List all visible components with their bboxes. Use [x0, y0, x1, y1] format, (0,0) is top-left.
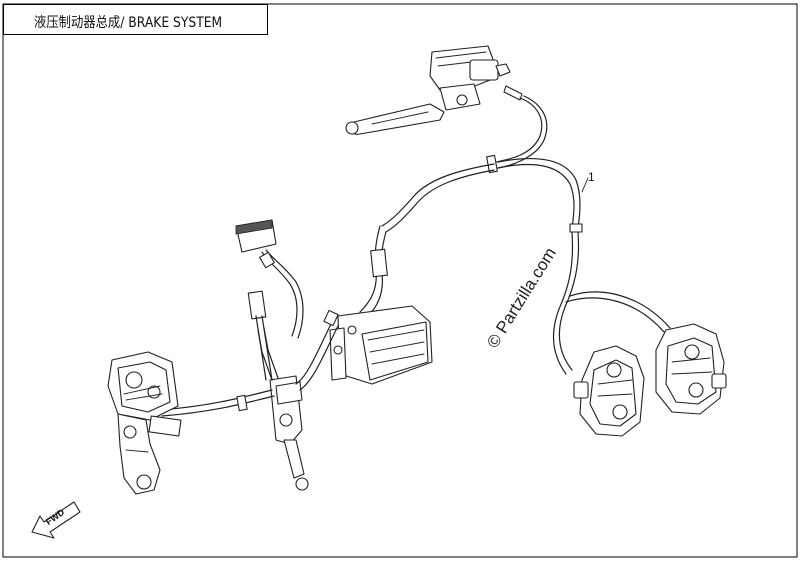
- rear-master-cylinder: [247, 290, 309, 491]
- rear-caliper-bracket: [117, 413, 161, 495]
- fwd-arrow-icon: [31, 501, 81, 539]
- front-master-cylinder: [429, 45, 511, 111]
- title-box: 液压制动器总成/ BRAKE SYSTEM: [3, 4, 268, 35]
- front-caliper-left: [573, 345, 645, 437]
- rear-caliper: [107, 351, 182, 437]
- callout-1: 1: [588, 170, 595, 184]
- abs-unit: [329, 225, 433, 385]
- page-border: [2, 3, 798, 558]
- rear-brake-hose: [127, 309, 339, 417]
- brake-lever: [345, 103, 445, 135]
- page-title: 液压制动器总成/ BRAKE SYSTEM: [34, 15, 223, 31]
- front-caliper-right: [655, 323, 727, 415]
- rear-reservoir: [235, 219, 304, 339]
- front-brake-hose: [381, 85, 671, 375]
